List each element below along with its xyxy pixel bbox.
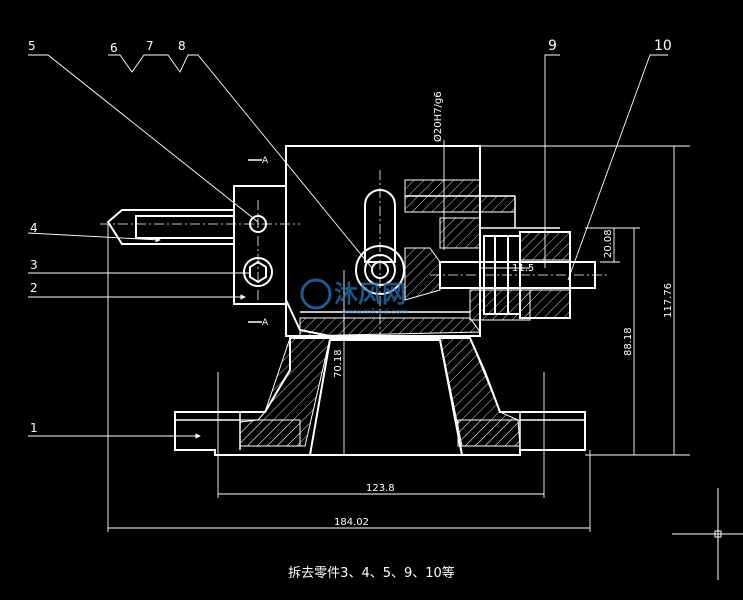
watermark-url: www.mfcad.com <box>342 307 408 316</box>
centerlines <box>100 170 610 340</box>
cursor-crosshair <box>672 488 743 580</box>
dim-117-76: 117.76 <box>663 283 674 318</box>
label-part-4: 4 <box>30 221 38 235</box>
section-mark-labels: A A <box>262 156 269 328</box>
body-lines <box>300 195 560 313</box>
base-part <box>174 337 586 456</box>
label-part-6: 6 <box>110 41 118 55</box>
dim-184-02: 184.02 <box>334 517 369 528</box>
section-mark-top: A <box>262 156 269 166</box>
dim-20-08: 20.08 <box>603 229 614 258</box>
label-part-7: 7 <box>146 39 154 53</box>
label-part-8: 8 <box>178 39 186 53</box>
label-part-5: 5 <box>28 39 36 53</box>
base-feet <box>175 412 585 450</box>
watermark: 沐风网 www.mfcad.com <box>300 278 408 316</box>
dim-bore-fit: Ø20H7/g6 <box>432 91 444 142</box>
section-marks <box>248 159 262 323</box>
knob <box>106 209 273 287</box>
dim-88-18: 88.18 <box>623 327 634 356</box>
dim-123-8: 123.8 <box>366 483 395 494</box>
drawing-caption: 拆去零件3、4、5、9、10等 <box>288 566 455 581</box>
label-part-1: 1 <box>30 421 38 435</box>
watermark-text: 沐风网 <box>334 280 406 308</box>
label-part-2: 2 <box>30 281 38 295</box>
label-part-10: 10 <box>654 38 672 54</box>
label-part-3: 3 <box>30 258 38 272</box>
dimension-labels: Ø20H7/g6 20.08 11.5 70.18 88.18 117.76 1… <box>333 91 674 528</box>
part-labels: 5 6 7 8 9 10 4 3 2 1 <box>28 38 672 435</box>
section-mark-bottom: A <box>262 318 269 328</box>
dimension-lines <box>107 145 690 532</box>
dim-11-5: 11.5 <box>512 263 534 274</box>
leader-lines <box>27 54 668 439</box>
dim-70-18: 70.18 <box>333 349 344 378</box>
label-part-9: 9 <box>548 38 557 54</box>
watermark-logo-icon <box>300 278 332 310</box>
